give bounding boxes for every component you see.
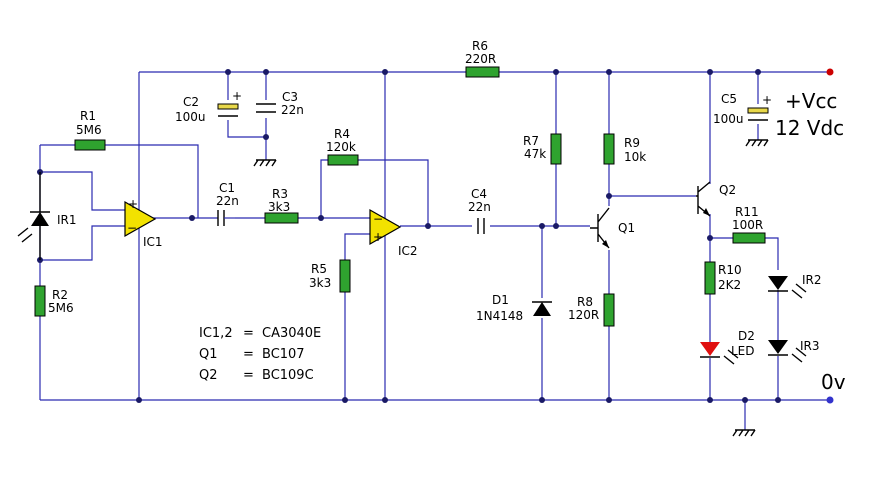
r1-name: R1	[80, 109, 96, 123]
vcc-label: +Vcc	[785, 89, 837, 113]
ground-symbol-c3	[253, 159, 277, 167]
resistor-r9: R9 10k	[603, 133, 646, 165]
ground-symbol-rail	[732, 429, 756, 437]
q2-name: Q2	[719, 183, 736, 197]
diode-d1: D1 1N4148	[476, 293, 552, 323]
r11-value: 100R	[732, 218, 763, 232]
r3-value: 3k3	[268, 200, 290, 214]
r10-name: R10	[718, 263, 742, 277]
resistor-r1: R1 5M6	[74, 109, 106, 151]
parts-list-type-0: CA3040E	[262, 326, 321, 341]
ic1-name: IC1	[143, 235, 163, 249]
parts-list-eq-0: =	[243, 326, 254, 341]
capacitor-c5: + C5 100u	[713, 92, 772, 126]
parts-list-part-0: IC1,2	[199, 326, 233, 341]
transistor-q1: Q1	[590, 207, 635, 249]
r10-value: 2K2	[718, 278, 741, 292]
parts-list-type-2: BC109C	[262, 368, 314, 383]
opamp-ic2: − + IC2	[369, 208, 418, 258]
opamp-ic1: + − IC1	[124, 197, 163, 249]
parts-list-eq-1: =	[243, 347, 254, 362]
led-d2: D2 LED	[700, 329, 755, 365]
r9-value: 10k	[624, 150, 646, 164]
d1-name: D1	[492, 293, 509, 307]
c5-value: 100u	[713, 112, 744, 126]
d2-value: LED	[731, 344, 755, 358]
ic2-plus-pin: +	[373, 230, 383, 244]
c3-name: C3	[282, 90, 298, 104]
resistor-r5: R5 3k3	[309, 259, 351, 293]
r6-name: R6	[472, 39, 488, 53]
r2-value: 5M6	[48, 301, 74, 315]
ic2-name: IC2	[398, 244, 418, 258]
resistor-r10: R10 2K2	[704, 261, 742, 295]
ir2-name: IR2	[802, 273, 822, 287]
r2-name: R2	[52, 288, 68, 302]
ground-terminal: 0v	[821, 370, 846, 404]
c1-name: C1	[219, 181, 235, 195]
r8-value: 120R	[568, 308, 599, 322]
vcc-terminal: +Vcc 12 Vdc	[775, 68, 844, 140]
parts-list-eq-2: =	[243, 368, 254, 383]
c1-value: 22n	[216, 194, 239, 208]
r5-value: 3k3	[309, 276, 331, 290]
resistor-r2: R2 5M6	[34, 285, 74, 317]
ir1-name: IR1	[57, 213, 77, 227]
ic1-plus-pin: +	[128, 197, 138, 211]
parts-list: IC1,2 = CA3040E Q1 = BC107 Q2 = BC109C	[199, 326, 321, 383]
wires	[39, 71, 830, 430]
c2-name: C2	[183, 95, 199, 109]
c4-value: 22n	[468, 200, 491, 214]
resistor-r3: R3 3k3	[264, 187, 299, 224]
r6-value: 220R	[465, 52, 496, 66]
c5-plus: +	[762, 93, 772, 107]
c5-name: C5	[721, 92, 737, 106]
ir-led-ir3: IR3	[768, 339, 820, 363]
ic2-minus-pin: −	[373, 212, 383, 226]
c2-value: 100u	[175, 110, 206, 124]
ir3-name: IR3	[800, 339, 820, 353]
q1-name: Q1	[618, 221, 635, 235]
ground-label: 0v	[821, 370, 846, 394]
r1-value: 5M6	[76, 123, 102, 137]
parts-list-type-1: BC107	[262, 347, 305, 362]
r5-name: R5	[311, 262, 327, 276]
r4-value: 120k	[326, 140, 356, 154]
r7-value: 47k	[524, 147, 546, 161]
photodiode-ir1: IR1	[17, 172, 77, 260]
ic1-minus-pin: −	[127, 221, 137, 235]
r3-name: R3	[272, 187, 288, 201]
c3-value: 22n	[281, 103, 304, 117]
capacitor-c3: C3 22n	[256, 90, 304, 117]
parts-list-part-2: Q2	[199, 368, 218, 383]
r11-name: R11	[735, 205, 759, 219]
resistor-r7: R7 47k	[523, 133, 562, 165]
vcc-voltage: 12 Vdc	[775, 116, 844, 140]
r4-name: R4	[334, 127, 350, 141]
resistor-r4: R4 120k	[326, 127, 359, 166]
parts-list-part-1: Q1	[199, 347, 218, 362]
resistor-r8: R8 120R	[568, 293, 615, 327]
capacitor-c4: C4 22n	[468, 187, 491, 234]
resistor-r11: R11 100R	[732, 205, 766, 244]
r7-name: R7	[523, 134, 539, 148]
r9-name: R9	[624, 136, 640, 150]
capacitor-c2: + C2 100u	[175, 89, 242, 124]
resistor-r6: R6 220R	[465, 39, 500, 78]
d2-name: D2	[738, 329, 755, 343]
r8-name: R8	[577, 295, 593, 309]
d1-value: 1N4148	[476, 309, 523, 323]
ir-led-ir2: IR2	[768, 273, 822, 299]
transistor-q2: Q2	[696, 181, 736, 217]
ground-symbol-c5	[745, 139, 769, 147]
capacitor-c1: C1 22n	[216, 181, 239, 226]
c4-name: C4	[471, 187, 487, 201]
c2-plus: +	[232, 89, 242, 103]
